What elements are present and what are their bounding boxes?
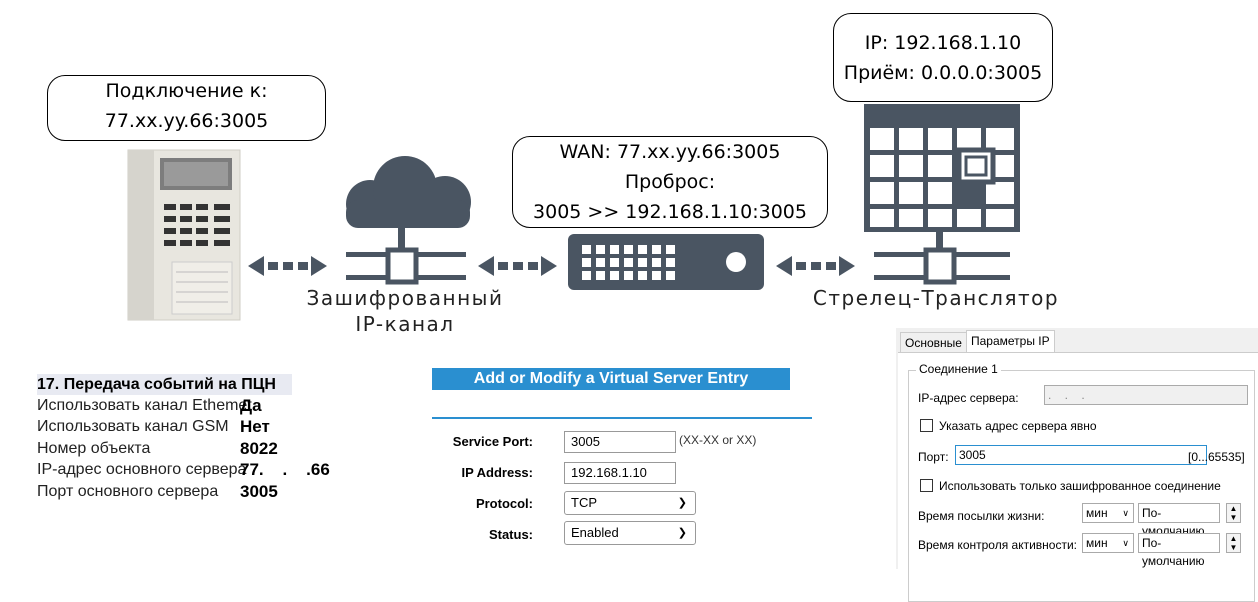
encrypted-only-label: Использовать только зашифрованное соедин… — [939, 479, 1221, 493]
events-row-value: Нет — [240, 417, 270, 437]
router-icon — [568, 234, 764, 290]
network-diagram — [127, 104, 1020, 321]
server-callout-line-2: Приём: 0.0.0.0:3005 — [843, 62, 1043, 84]
status-select[interactable]: Enabled ❯ — [564, 521, 696, 545]
service-port-label: Service Port: — [452, 434, 533, 449]
router-callout-line-1: WAN: 77.xx.yy.66:3005 — [559, 141, 781, 163]
explicit-address-checkbox[interactable] — [920, 419, 933, 432]
channel-caption-line-1: Зашифрованный — [306, 286, 504, 310]
protocol-label: Protocol: — [475, 496, 533, 511]
activity-unit-select[interactable]: мин ∨ — [1082, 533, 1134, 553]
status-label: Status: — [488, 527, 533, 542]
connection-group-label: Соединение 1 — [916, 362, 1001, 376]
divider — [432, 417, 812, 419]
events-row-value: Да — [240, 395, 262, 415]
events-row: Использовать канал GSM Нет — [37, 417, 330, 439]
channel-caption: Зашифрованный IP-канал — [285, 285, 525, 337]
double-arrow-icon-1 — [248, 256, 327, 276]
server-ip-input[interactable]: . . . — [1044, 385, 1248, 405]
port-range: [0...65535] — [1188, 450, 1245, 464]
encrypted-only-checkbox[interactable] — [920, 479, 933, 492]
keepalive-spinner[interactable]: ▲▼ — [1226, 503, 1241, 523]
ip-address-label: IP Address: — [461, 465, 533, 480]
server-grid-icon — [864, 104, 1020, 285]
router-callout-line-2: Проброс: — [624, 171, 716, 193]
ip-settings-panel: Основные Параметры IP Соединение 1 IP-ад… — [896, 328, 1258, 602]
tab-page: Соединение 1 IP-адрес сервера: . . . Ука… — [898, 352, 1258, 602]
keepalive-default-input[interactable]: По-умолчанию — [1138, 503, 1220, 538]
events-panel-title: 17. Передача событий на ПЦН — [37, 374, 292, 395]
events-row-label: Порт основного сервера — [37, 482, 219, 500]
router-callout: WAN: 77.xx.yy.66:3005 Проброс: 3005 >> 1… — [512, 136, 828, 228]
virtual-server-title: Add or Modify a Virtual Server Entry — [432, 368, 790, 390]
activity-default-input[interactable]: По-умолчанию — [1138, 533, 1220, 568]
server-callout-line-1: IP: 192.168.1.10 — [864, 32, 1022, 54]
chevron-down-icon: ∨ — [1122, 508, 1129, 518]
events-row: Номер объекта 8022 — [37, 438, 330, 460]
translator-caption: Стрелец-Транслятор — [812, 286, 1060, 310]
events-row-value: 3005 — [240, 481, 278, 501]
chevron-down-icon: ∨ — [1122, 538, 1129, 548]
keepalive-unit-select[interactable]: мин ∨ — [1082, 503, 1134, 523]
events-row-label: IP-адрес основного сервера — [37, 461, 247, 479]
keypad-device-icon — [127, 149, 241, 321]
port-label: Порт: — [918, 450, 949, 464]
server-ip-label: IP-адрес сервера: — [918, 391, 1019, 405]
device-callout-line-1: Подключение к: — [105, 80, 268, 102]
events-row-value: 77. . .66 — [240, 460, 330, 480]
events-row-label: Использовать канал Ethemet — [37, 396, 252, 414]
service-port-hint: (XX-XX or XX) — [679, 433, 757, 447]
cloud-network-icon — [346, 156, 471, 285]
double-arrow-icon-2 — [478, 256, 557, 276]
activity-unit-value: мин — [1086, 536, 1108, 550]
tab-ip-params[interactable]: Параметры IP — [966, 330, 1055, 353]
device-callout-line-2: 77.xx.yy.66:3005 — [104, 110, 269, 132]
router-callout-line-3: 3005 >> 192.168.1.10:3005 — [533, 201, 807, 223]
events-row: Порт основного сервера 3005 — [37, 481, 330, 503]
activity-label: Время контроля активности: — [918, 538, 1077, 552]
tab-main[interactable]: Основные — [900, 332, 967, 353]
channel-caption-line-2: IP-канал — [355, 312, 455, 336]
ip-address-input[interactable]: 192.168.1.10 — [564, 462, 676, 484]
device-callout: Подключение к: 77.xx.yy.66:3005 — [47, 75, 326, 141]
server-callout: IP: 192.168.1.10 Приём: 0.0.0.0:3005 — [833, 13, 1053, 102]
service-port-input[interactable]: 3005 — [564, 431, 676, 453]
events-row-label: Использовать канал GSM — [37, 418, 229, 436]
explicit-address-label: Указать адрес сервера явно — [939, 419, 1097, 433]
chevron-down-icon: ❯ — [677, 497, 687, 509]
activity-spinner[interactable]: ▲▼ — [1226, 533, 1241, 553]
port-input[interactable]: 3005 — [955, 445, 1207, 465]
keepalive-unit-value: мин — [1086, 506, 1108, 520]
double-arrow-icon-3 — [776, 256, 855, 276]
protocol-value: TCP — [571, 495, 597, 510]
events-row-value: 8022 — [240, 438, 278, 458]
events-row-label: Номер объекта — [37, 439, 151, 457]
events-panel: 17. Передача событий на ПЦН Использовать… — [37, 374, 330, 503]
protocol-select[interactable]: TCP ❯ — [564, 491, 696, 515]
keepalive-label: Время посылки жизни: — [918, 509, 1045, 523]
status-value: Enabled — [571, 525, 619, 540]
chevron-down-icon: ❯ — [677, 527, 687, 539]
